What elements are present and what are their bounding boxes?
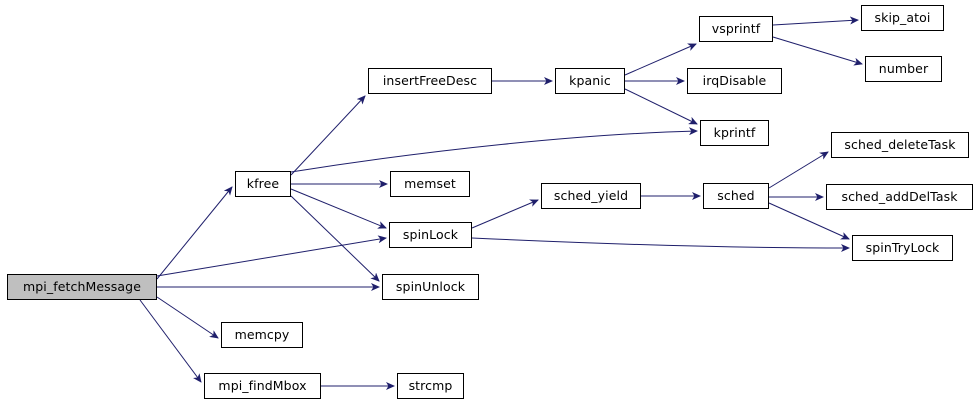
node-label-mpi_fetchMessage: mpi_fetchMessage	[22, 278, 141, 294]
edge-kfree-to-insertFreeDesc	[290, 95, 366, 176]
node-label-sched_yield: sched_yield	[553, 187, 629, 203]
node-kpanic[interactable]: kpanic	[555, 68, 625, 94]
node-spinTryLock[interactable]: spinTryLock	[852, 235, 953, 261]
node-sched[interactable]: sched	[703, 183, 769, 209]
node-irqDisable[interactable]: irqDisable	[687, 68, 782, 94]
node-label-irqDisable: irqDisable	[702, 72, 767, 88]
edge-mpi_fetchMessage-to-memcpy	[156, 296, 219, 339]
node-label-spinLock: spinLock	[402, 226, 459, 242]
node-label-insertFreeDesc: insertFreeDesc	[382, 72, 478, 88]
node-label-number: number	[878, 60, 929, 76]
edge-kfree-to-kprintf	[290, 127, 698, 173]
node-label-kfree: kfree	[246, 175, 280, 191]
edge-kfree-to-spinLock	[290, 188, 387, 229]
edge-mpi_fetchMessage-to-spinLock	[156, 235, 387, 277]
node-sched_addDelTask[interactable]: sched_addDelTask	[826, 184, 973, 210]
node-label-memset: memset	[404, 175, 456, 191]
node-memcpy[interactable]: memcpy	[221, 322, 303, 348]
edge-sched-to-sched_deleteTask	[768, 151, 829, 189]
node-label-spinTryLock: spinTryLock	[865, 239, 940, 255]
edge-spinLock-to-spinTryLock	[471, 237, 850, 252]
node-skip_atoi[interactable]: skip_atoi	[861, 5, 944, 31]
edge-kpanic-to-vsprintf	[624, 43, 697, 76]
node-kfree[interactable]: kfree	[235, 171, 291, 197]
node-label-memcpy: memcpy	[234, 326, 290, 342]
node-label-sched_deleteTask: sched_deleteTask	[844, 136, 956, 152]
edge-kpanic-to-kprintf	[624, 88, 698, 125]
node-label-sched: sched	[717, 187, 755, 203]
edge-vsprintf-to-number	[772, 36, 863, 66]
node-label-mpi_findMbox: mpi_findMbox	[218, 377, 307, 393]
edge-mpi_fetchMessage-to-kfree	[156, 186, 233, 280]
node-sched_yield[interactable]: sched_yield	[541, 183, 641, 209]
node-insertFreeDesc[interactable]: insertFreeDesc	[368, 68, 492, 94]
node-label-kprintf: kprintf	[713, 124, 756, 140]
node-mpi_findMbox[interactable]: mpi_findMbox	[204, 373, 321, 399]
node-label-strcmp: strcmp	[408, 377, 453, 393]
node-spinLock[interactable]: spinLock	[389, 222, 472, 248]
node-sched_deleteTask[interactable]: sched_deleteTask	[831, 132, 969, 158]
edge-kfree-to-spinUnlock	[290, 195, 380, 282]
node-label-vsprintf: vsprintf	[711, 20, 761, 36]
node-number[interactable]: number	[865, 56, 942, 82]
node-label-skip_atoi: skip_atoi	[874, 9, 931, 25]
node-vsprintf[interactable]: vsprintf	[699, 16, 773, 42]
node-memset[interactable]: memset	[390, 171, 470, 197]
node-spinUnlock[interactable]: spinUnlock	[382, 274, 479, 300]
node-kprintf[interactable]: kprintf	[700, 120, 769, 146]
node-mpi_fetchMessage[interactable]: mpi_fetchMessage	[7, 274, 157, 300]
node-label-kpanic: kpanic	[569, 72, 611, 88]
edge-vsprintf-to-skip_atoi	[772, 16, 859, 26]
node-label-spinUnlock: spinUnlock	[395, 278, 466, 294]
node-strcmp[interactable]: strcmp	[397, 373, 464, 399]
node-label-sched_addDelTask: sched_addDelTask	[841, 188, 958, 204]
edge-mpi_fetchMessage-to-mpi_findMbox	[139, 299, 202, 383]
edge-spinLock-to-sched_yield	[471, 199, 539, 229]
